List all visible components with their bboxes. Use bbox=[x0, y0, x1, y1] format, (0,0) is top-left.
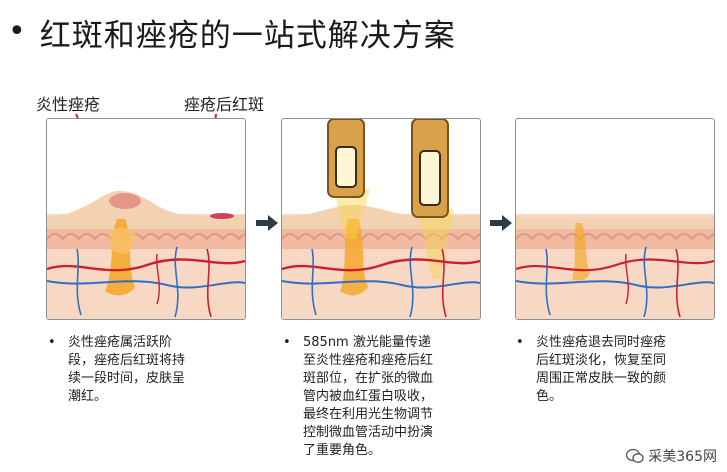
description-line: 潮红。 bbox=[68, 389, 108, 404]
description-line: 炎性痤疮退去同时痤疮 bbox=[536, 335, 667, 350]
description-line: 了重要角色。 bbox=[303, 443, 382, 458]
title-text: 红斑和痤疮的一站式解决方案 bbox=[39, 17, 456, 54]
description-line: 管内被血红蛋白吸收， bbox=[303, 389, 434, 404]
description-bullet: • bbox=[48, 335, 56, 350]
description-line: 至炎性痤疮和痤疮后红 bbox=[303, 353, 434, 368]
description-line: 续一段时间，皮肤呈 bbox=[68, 371, 186, 386]
wechat-icon bbox=[626, 448, 644, 463]
description-line: 炎性痤疮属活跃阶 bbox=[68, 335, 173, 350]
panel-before bbox=[46, 118, 246, 320]
panel-after bbox=[515, 118, 715, 320]
description-line: 段，痤疮后红斑将持 bbox=[68, 353, 186, 368]
description-line: 控制微血管活动中扮演 bbox=[303, 425, 434, 440]
slide-title: • 红斑和痤疮的一站式解决方案 bbox=[8, 8, 456, 56]
label-post-acne-erythema: 痤疮后红斑 bbox=[184, 95, 265, 114]
label-inflammatory-acne: 炎性痤疮 bbox=[36, 95, 101, 114]
description-line: 斑部位，在扩张的微血 bbox=[303, 371, 434, 386]
description-bullet: • bbox=[516, 335, 524, 350]
description-line: 最终在利用光生物调节 bbox=[303, 407, 434, 422]
description-bullet: • bbox=[283, 335, 291, 350]
watermark-text: 采美365网 bbox=[648, 449, 717, 465]
laser-handpiece-icon bbox=[411, 119, 449, 218]
flow-arrow-icon bbox=[490, 214, 512, 236]
laser-handpiece-icon bbox=[327, 119, 365, 198]
flow-arrow-icon bbox=[256, 214, 278, 236]
description-line: 585nm 激光能量传递 bbox=[303, 335, 431, 350]
description-line: 色。 bbox=[536, 389, 563, 404]
watermark: 采美365网 bbox=[626, 446, 717, 466]
panel-laser-treatment bbox=[281, 118, 481, 320]
title-bullet: • bbox=[8, 14, 26, 49]
description-line: 周围正常皮肤一致的颜 bbox=[536, 371, 667, 386]
description-line: 后红斑淡化，恢复至同 bbox=[536, 353, 667, 368]
